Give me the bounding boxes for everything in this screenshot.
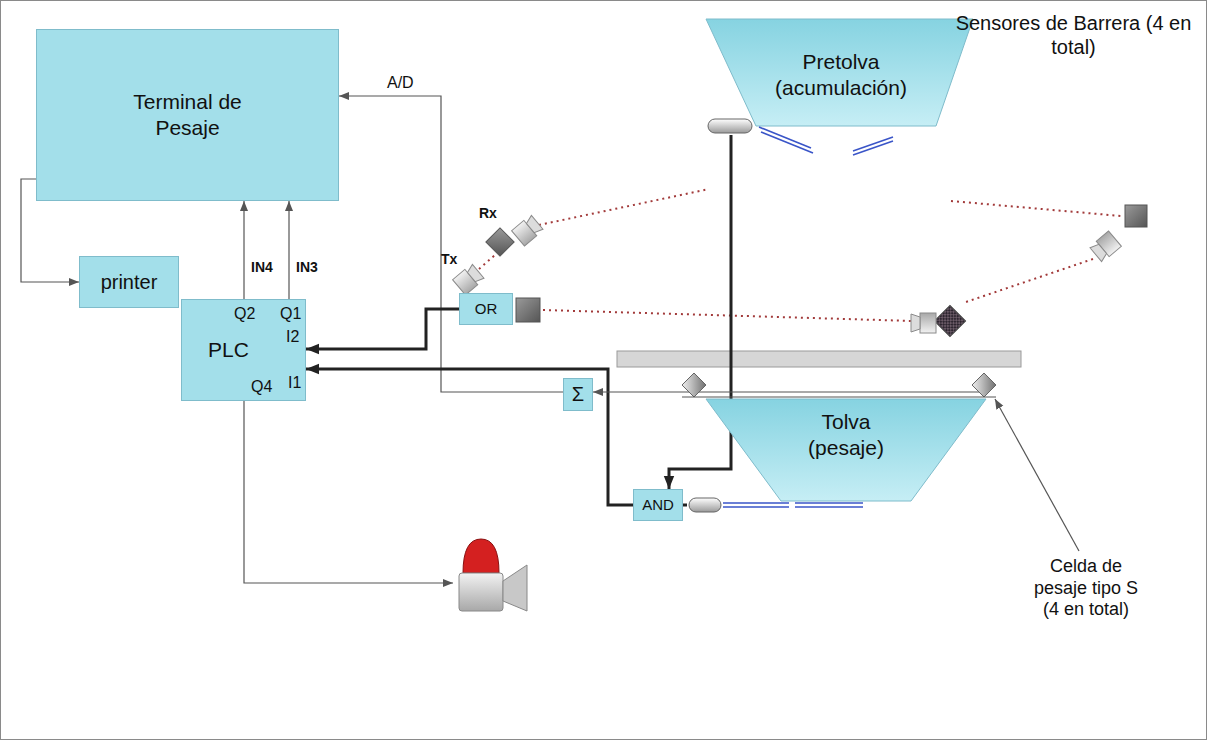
output-pin: Q2 <box>234 304 255 323</box>
node-label: Tolva (pesaje) <box>786 409 906 462</box>
alarm-siren <box>463 539 499 573</box>
hopper-shape <box>795 506 863 508</box>
hopper-shape <box>795 502 863 504</box>
hopper-shape <box>723 506 789 508</box>
logic-gate-box: AND <box>633 489 683 521</box>
connector-line <box>243 201 244 299</box>
barrier-sensors <box>453 264 485 295</box>
hopper-shape <box>853 141 893 155</box>
barrier-beams <box>951 201 1121 216</box>
hopper-shape <box>706 19 973 126</box>
node-label: Terminal de Pesaje <box>128 89 248 142</box>
barrier-sensors <box>1125 205 1147 227</box>
leader-line <box>995 399 1079 551</box>
barrier-sensors <box>516 298 540 322</box>
hopper-shape <box>689 498 721 512</box>
sensor-tag: Tx <box>441 251 457 268</box>
barrier-sensors <box>453 205 1147 337</box>
hopper-shape <box>759 127 893 155</box>
hopper-shape <box>682 373 706 397</box>
terminal-box: Terminal de Pesaje <box>36 29 339 201</box>
hopper-shape <box>682 397 996 398</box>
hopper-shape: Tolva (pesaje) <box>687 373 991 521</box>
hopper-shape <box>723 503 863 507</box>
hopper-shape <box>761 132 813 153</box>
load-cell-note: Celda de pesaje tipo S (4 en total) <box>1031 556 1141 621</box>
connector-line <box>288 201 289 299</box>
hopper-shape <box>706 399 986 501</box>
leader-line <box>995 399 1079 551</box>
signal-wire <box>306 309 459 349</box>
hopper-shape <box>972 373 996 397</box>
barrier-sensors <box>486 228 514 256</box>
input-pin: IN3 <box>296 259 318 276</box>
input-pin: I2 <box>286 327 299 346</box>
hopper-shape <box>723 502 789 504</box>
barrier-beams <box>539 189 709 225</box>
alarm-siren <box>459 573 503 611</box>
node-label: AND <box>642 496 674 515</box>
hopper-shape <box>708 119 752 133</box>
sensor-tag: Rx <box>479 205 497 222</box>
weighing-platform <box>617 351 1021 367</box>
barrier-sensors <box>1089 231 1121 262</box>
connector-line <box>593 391 687 392</box>
output-pin: Q1 <box>280 304 301 323</box>
barrier-beams <box>543 310 913 321</box>
node-label: OR <box>475 300 498 319</box>
barrier-sensors <box>911 313 936 333</box>
node-label: printer <box>101 270 158 295</box>
node-label: Pretolva (acumulación) <box>756 49 926 102</box>
barrier-sensors <box>512 215 544 246</box>
weighing-platform <box>617 351 1021 367</box>
output-pin: Q4 <box>251 377 272 396</box>
barrier-beams <box>479 189 1121 321</box>
barrier-sensors <box>934 305 965 336</box>
alarm-siren <box>503 565 527 611</box>
signal-wire <box>306 369 633 505</box>
printer-box: printer <box>79 256 179 308</box>
barrier-beams <box>479 255 495 269</box>
alarm-wire <box>244 401 453 583</box>
alarm-wire <box>244 401 453 583</box>
barrier-beams <box>963 259 1093 303</box>
signal-wire <box>669 135 731 489</box>
input-pin: IN4 <box>251 259 273 276</box>
alarm-siren <box>459 539 527 611</box>
input-pin: I1 <box>288 373 301 392</box>
logic-gate-box: OR <box>459 293 513 325</box>
summing-box: Σ <box>563 378 593 411</box>
sensor-note: Sensores de Barrera (4 en total) <box>951 11 1196 59</box>
hopper-shape: Pretolva (acumulación) <box>701 19 976 135</box>
hopper-shape <box>687 391 984 392</box>
hopper-shape <box>759 127 811 148</box>
node-label: PLC <box>208 337 249 363</box>
hopper-shape <box>853 137 893 151</box>
signal-wire <box>683 504 687 507</box>
edge-label: A/D <box>385 73 416 92</box>
node-label: Σ <box>572 382 584 407</box>
